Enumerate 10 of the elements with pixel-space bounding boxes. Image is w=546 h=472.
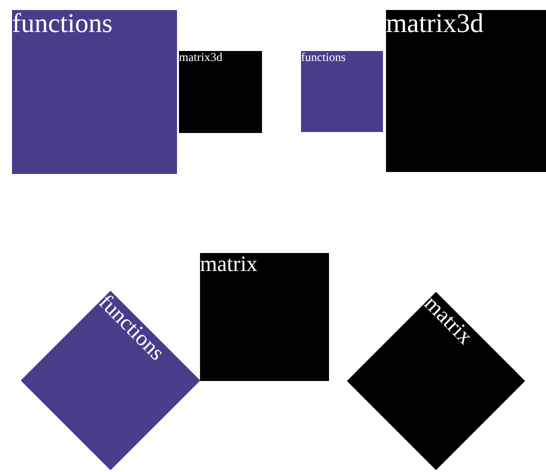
panel-label: matrix3d [179,51,222,63]
square-panel [200,253,329,381]
panel-label: functions [12,10,112,37]
panel-label: functions [301,51,346,63]
square-panel [179,51,262,133]
panel-label: matrix [200,253,258,275]
square-panel [12,10,177,174]
square-panel [386,10,546,172]
square-panel [301,51,383,132]
panel-label: matrix3d [386,10,484,37]
